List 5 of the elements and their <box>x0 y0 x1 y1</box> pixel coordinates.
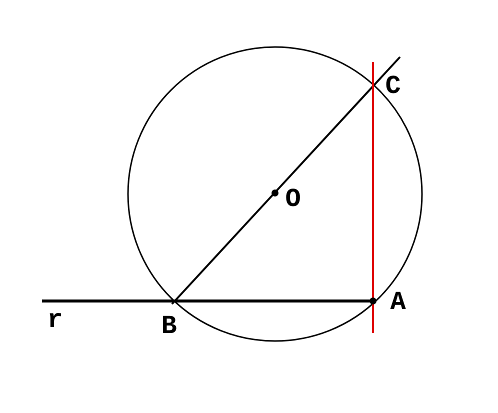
point-label: A <box>390 289 406 315</box>
point-label: r <box>47 307 63 333</box>
point-label: O <box>285 186 301 212</box>
point-label: C <box>385 73 401 99</box>
point-label: B <box>161 313 177 339</box>
